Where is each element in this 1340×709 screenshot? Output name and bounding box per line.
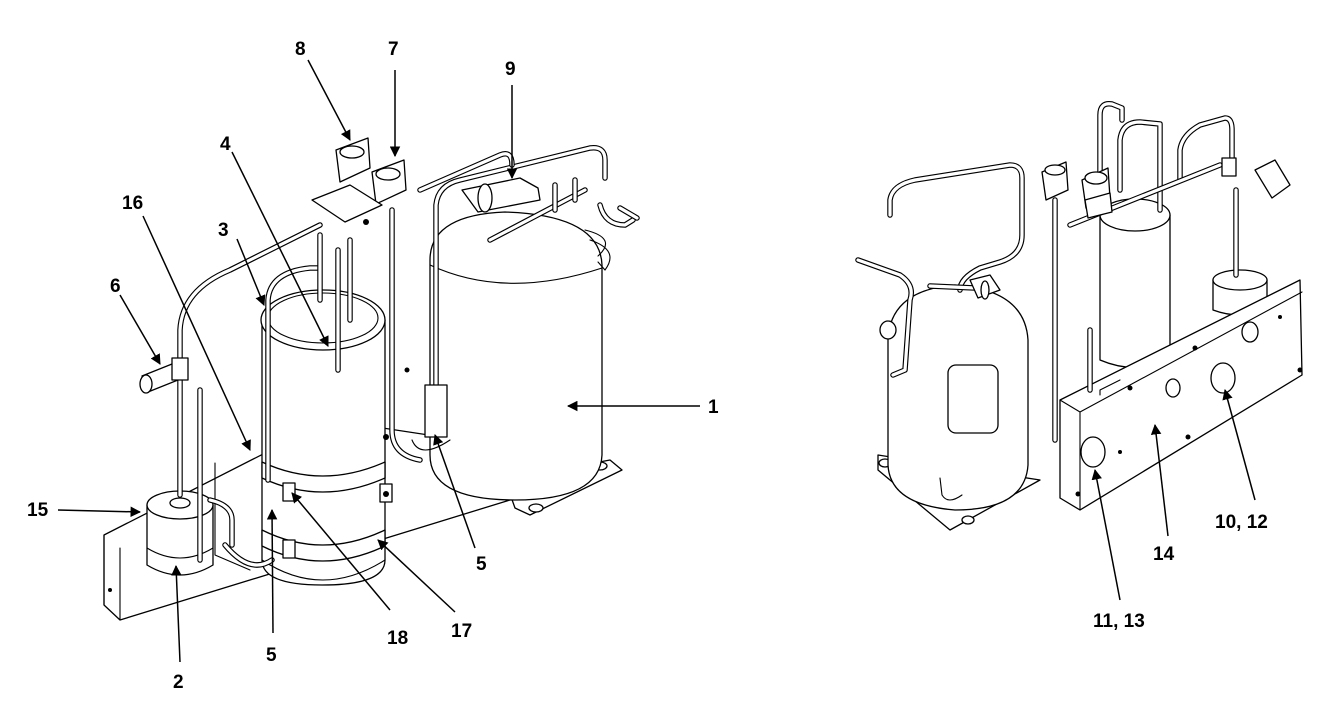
leader-16 [142, 215, 251, 451]
mounting-straps [261, 434, 393, 562]
callout-5a: 5 [476, 554, 487, 575]
valves-left [139, 137, 541, 451]
callout-4: 4 [220, 134, 231, 155]
callout-5b: 5 [266, 645, 277, 666]
right-assembly-view [855, 100, 1303, 531]
leader-15 [57, 506, 142, 518]
callout-labels: 1 2 3 4 5 5 6 7 8 9 15 16 [27, 39, 1268, 693]
leader-14 [1150, 423, 1169, 537]
right-compressor-rear [877, 284, 1041, 531]
callout-15: 15 [27, 500, 49, 521]
callout-1: 1 [708, 397, 719, 418]
leader-5b [266, 508, 278, 634]
left-assembly-view [103, 137, 640, 621]
service-panel [1059, 279, 1303, 511]
callout-7: 7 [388, 39, 399, 60]
callout-10-12: 10, 12 [1215, 512, 1268, 533]
callout-14: 14 [1153, 544, 1175, 565]
callout-17: 17 [451, 621, 472, 642]
leader-10-12 [1222, 388, 1256, 501]
callout-16: 16 [122, 193, 143, 214]
leader-18 [291, 492, 391, 611]
leader-2 [171, 564, 182, 663]
callout-6: 6 [110, 276, 121, 297]
leader-6 [119, 294, 161, 365]
callout-8: 8 [295, 39, 306, 60]
leader-4 [231, 151, 329, 347]
leader-8 [307, 59, 351, 141]
callout-11-13: 11, 13 [1093, 611, 1145, 632]
leader-11-13 [1091, 468, 1121, 601]
suction-accumulator [260, 289, 386, 586]
right-accumulator [1099, 198, 1171, 369]
filter-drier [146, 490, 214, 576]
callout-3: 3 [218, 220, 229, 241]
refrigerant-piping-left [177, 145, 640, 568]
callout-2: 2 [173, 672, 184, 693]
callout-18: 18 [387, 628, 408, 649]
main-compressor [429, 211, 623, 516]
callout-9: 9 [505, 59, 516, 80]
leader-3 [236, 238, 266, 306]
leader-17 [377, 539, 456, 613]
leader-5a [433, 434, 476, 549]
valves-right [969, 157, 1291, 300]
